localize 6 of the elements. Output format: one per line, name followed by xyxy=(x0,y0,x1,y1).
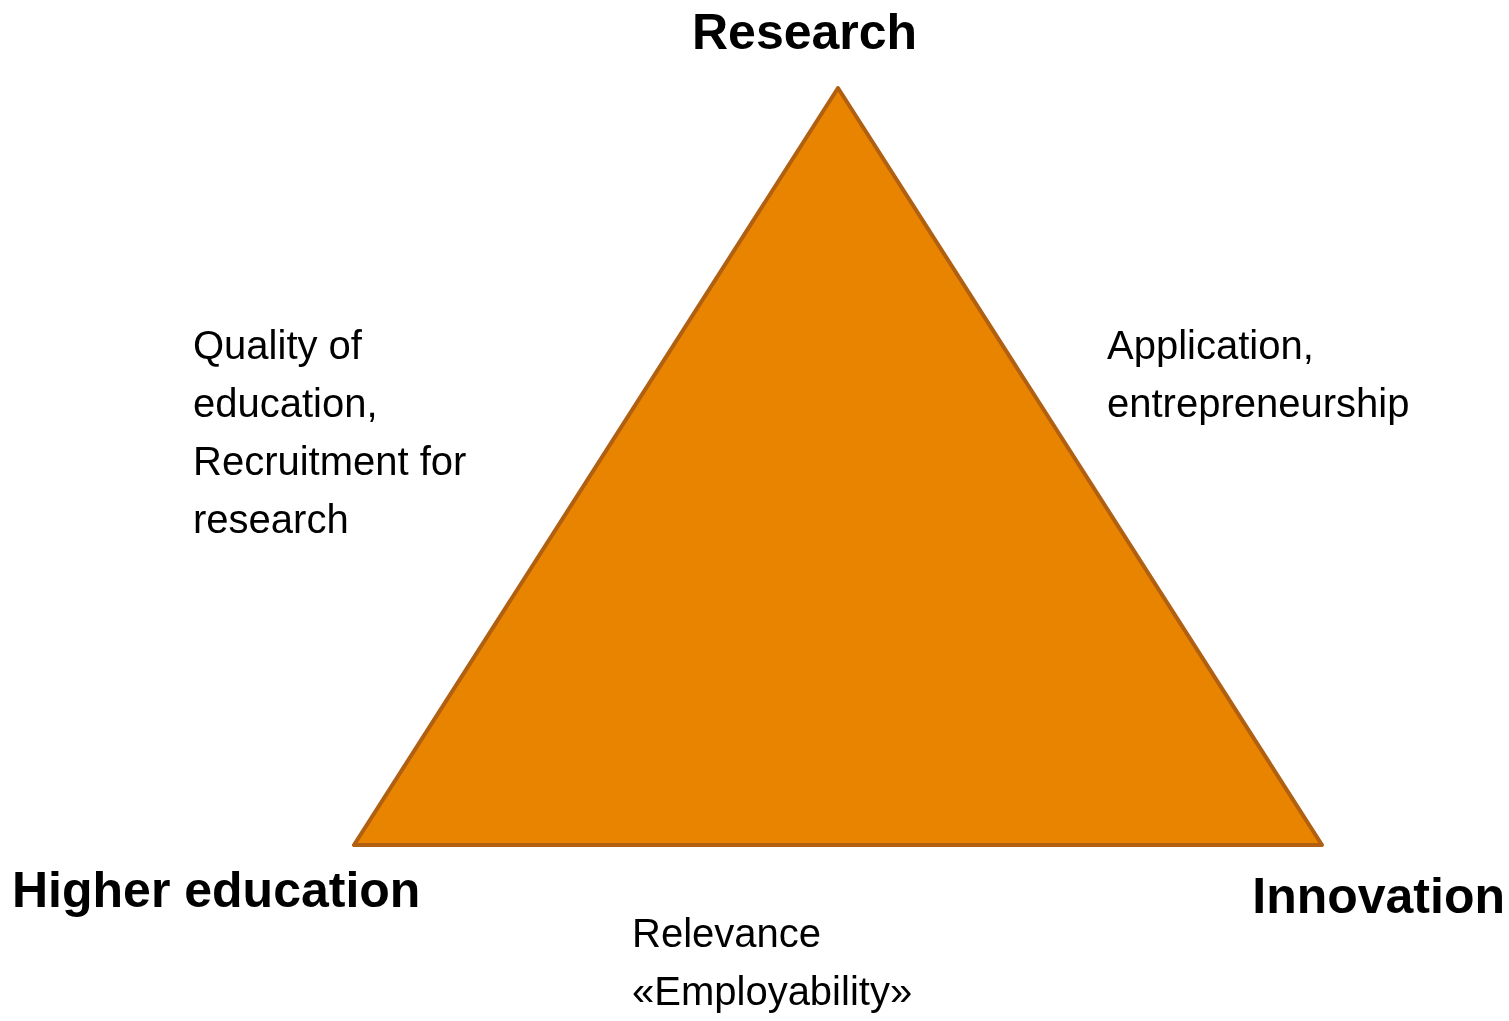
side-label: Relevance «Employability» xyxy=(632,910,914,1015)
side-label: Quality of education, Recruitment for research xyxy=(193,322,468,543)
vertex-label: Higher education xyxy=(12,861,421,920)
vertex-label: Innovation xyxy=(1252,867,1505,926)
side-label: Application, entrepreneurship xyxy=(1107,322,1411,427)
vertex-label: Research xyxy=(692,3,918,62)
